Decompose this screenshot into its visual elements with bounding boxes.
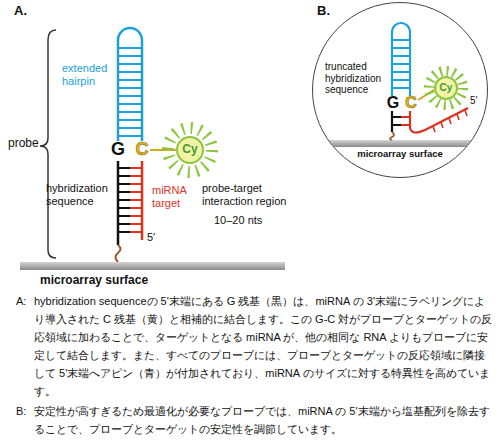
dye-label: Cy	[182, 143, 197, 157]
microarray-surface	[310, 140, 490, 147]
panel-letter: B.	[317, 4, 330, 19]
base-letter: C	[134, 139, 150, 160]
target-bases	[433, 110, 467, 132]
surface-label: microarray surface	[40, 274, 148, 288]
panel-letter: A.	[14, 4, 27, 19]
dye-rays	[168, 128, 212, 172]
region-label: hybridization sequence	[46, 182, 114, 207]
cy-dye: Cy	[176, 136, 204, 164]
caption-marker: B:	[16, 402, 26, 420]
microarray-surface	[20, 262, 285, 270]
target-strand	[410, 108, 468, 133]
caption-marker: A:	[16, 292, 26, 310]
dye-label: Cy	[440, 82, 453, 94]
base-letter: C	[403, 94, 419, 112]
bracket-label: probe	[8, 137, 39, 151]
caption-text: 安定性が高すぎるため最適化が必要なプローブでは、miRNA の 5'末端から塩基…	[34, 402, 494, 438]
region-label: extended hairpin	[62, 62, 114, 87]
surface-linker	[116, 245, 121, 262]
base-letter: G	[110, 139, 126, 160]
probe-bracket	[40, 30, 56, 258]
dimension-label: 10–20 nts	[214, 214, 262, 227]
base-letter: G	[385, 94, 401, 112]
target-rungs	[401, 117, 410, 125]
probe-rungs	[392, 117, 401, 125]
dye-rays	[429, 71, 463, 105]
surface-linker	[390, 132, 394, 140]
hairpin-strand	[118, 28, 142, 141]
target-rungs	[130, 168, 142, 232]
hairpin-rungs	[118, 48, 142, 136]
probe-rungs	[118, 168, 130, 232]
probe-strand	[391, 111, 393, 132]
cy-dye: Cy	[434, 76, 458, 100]
inset-illustration	[310, 140, 490, 147]
region-label: probe-target interaction region	[202, 182, 306, 207]
region-label: miRNA target	[152, 184, 194, 209]
end-label: 5′	[147, 231, 155, 244]
caption-text: hybridization sequenceの 5'末端にある G 残基（黒）は…	[34, 292, 494, 400]
hairpin-strand	[392, 23, 410, 96]
end-label: 5′	[470, 95, 477, 107]
surface-label: microarray surface	[344, 149, 456, 160]
inset-circle: B. truncated hybridization sequenceGC 5′ mi…	[312, 2, 488, 178]
hairpin-rungs	[392, 40, 410, 88]
region-label: truncated hybridization sequence	[325, 61, 391, 96]
